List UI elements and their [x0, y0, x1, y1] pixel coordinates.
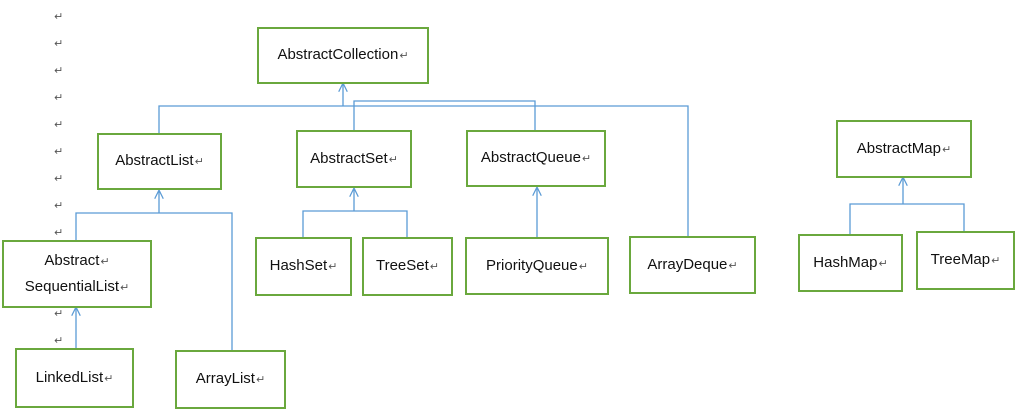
- set-branch: [302, 210, 408, 237]
- paragraph-mark: ↵: [54, 226, 64, 239]
- node-hash-map: HashMap↵: [798, 234, 903, 292]
- paragraph-mark: ↵: [54, 172, 64, 185]
- node-abstract-set: AbstractSet↵: [296, 130, 412, 188]
- paragraph-mark: ↵: [54, 199, 64, 212]
- map-branch: [849, 203, 965, 234]
- paragraph-mark: ↵: [54, 10, 64, 23]
- node-abstract-map: AbstractMap↵: [836, 120, 972, 178]
- paragraph-mark: ↵: [54, 64, 64, 77]
- node-tree-map: TreeMap↵: [916, 231, 1015, 290]
- node-abstract-collection: AbstractCollection↵: [257, 27, 429, 84]
- paragraph-mark: ↵: [54, 91, 64, 104]
- node-abstract-list: AbstractList↵: [97, 133, 222, 190]
- paragraph-mark: ↵: [54, 334, 64, 347]
- node-tree-set: TreeSet↵: [362, 237, 453, 296]
- node-linked-list: LinkedList↵: [15, 348, 134, 408]
- list-branch: [75, 212, 233, 350]
- paragraph-mark: ↵: [54, 307, 64, 320]
- paragraph-mark: ↵: [54, 118, 64, 131]
- node-abstract-queue: AbstractQueue↵: [466, 130, 606, 187]
- node-array-list: ArrayList↵: [175, 350, 286, 409]
- paragraph-mark: ↵: [54, 37, 64, 50]
- collection-mid-branch: [353, 100, 536, 130]
- collection-inner-branch: [158, 105, 689, 236]
- node-hash-set: HashSet↵: [255, 237, 352, 296]
- node-array-deque: ArrayDeque↵: [629, 236, 756, 294]
- node-priority-queue: PriorityQueue↵: [465, 237, 609, 295]
- paragraph-mark: ↵: [54, 145, 64, 158]
- node-abstract-sequential-list: Abstract↵ SequentialList↵: [2, 240, 152, 308]
